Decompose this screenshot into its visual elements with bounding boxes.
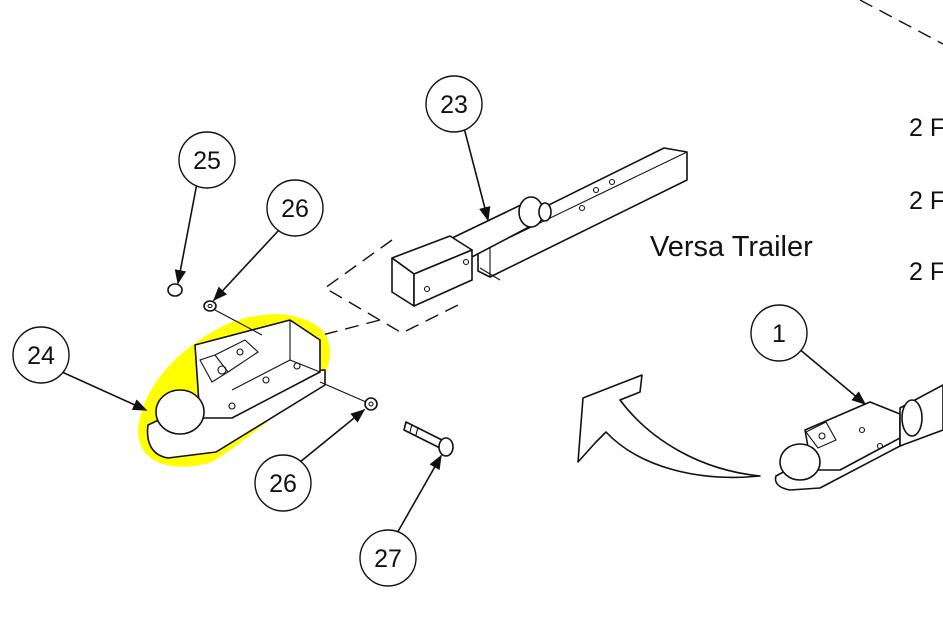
top-right-dashed-line: [859, 0, 943, 45]
coupler-highlighted-part: [138, 314, 331, 467]
leader-26b: [299, 409, 366, 463]
svg-text:27: 27: [374, 545, 402, 573]
bolt-axis-lower: [319, 381, 367, 403]
leader-1: [797, 347, 867, 405]
side-label-2: 2 F: [909, 187, 943, 215]
callout-27: 27: [359, 529, 417, 587]
assembly-dashed-outline: [323, 239, 459, 334]
callout-24: 24: [12, 326, 70, 384]
callout-25: 25: [178, 131, 236, 189]
diagram-title: Versa Trailer: [650, 231, 813, 263]
assembly-dashed-line-2: [321, 319, 381, 336]
callout-23: 23: [425, 75, 483, 133]
callout-26-lower: 26: [254, 454, 312, 512]
callout-1: 1: [750, 304, 808, 362]
bolt-part: [403, 421, 454, 457]
leader-27: [395, 454, 442, 536]
tongue-tube-part: [391, 147, 688, 307]
washer-part-top: [203, 300, 217, 312]
svg-text:25: 25: [193, 147, 221, 175]
leader-25: [174, 182, 198, 285]
svg-text:23: 23: [440, 91, 468, 119]
svg-text:24: 24: [27, 342, 55, 370]
leader-24: [61, 371, 148, 411]
callout-26-top: 26: [266, 179, 324, 237]
svg-text:26: 26: [281, 195, 309, 223]
leader-23: [462, 123, 491, 222]
svg-text:1: 1: [772, 320, 786, 348]
bolt-axis-top: [214, 309, 263, 336]
leader-26a: [213, 229, 280, 302]
coupler-reference-part: [774, 384, 943, 491]
side-label-3: 2 F: [909, 258, 943, 286]
washer-part-lower: [364, 397, 378, 411]
side-label-1: 2 F: [909, 114, 943, 142]
svg-text:26: 26: [269, 470, 297, 498]
curved-arrow-icon: [577, 374, 761, 479]
nut-part: [167, 283, 183, 297]
